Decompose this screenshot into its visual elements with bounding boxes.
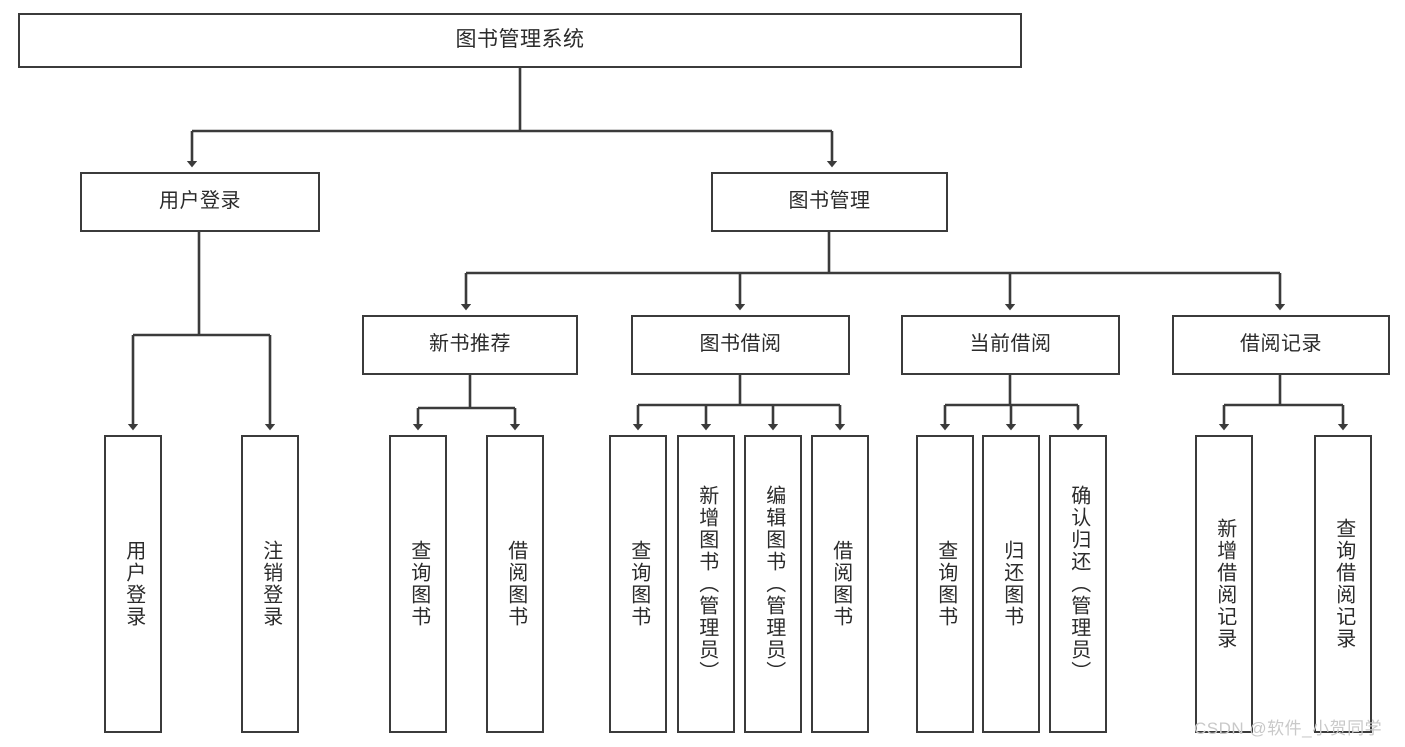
node-borrow-record[interactable]: 借阅记录 — [1172, 315, 1390, 375]
node-label: 新增图书（管理员） — [695, 485, 718, 683]
node-label: 查询图书 — [934, 540, 957, 628]
node-book-management[interactable]: 图书管理 — [711, 172, 948, 232]
node-label: 注销登录 — [259, 540, 282, 628]
node-label: 用户登录 — [159, 190, 241, 213]
node-label: 编辑图书（管理员） — [762, 485, 785, 683]
node-label: 查询借阅记录 — [1332, 518, 1355, 650]
node-current-borrow[interactable]: 当前借阅 — [901, 315, 1120, 375]
leaf-user-login-logout[interactable]: 注销登录 — [241, 435, 299, 733]
node-label: 图书管理系统 — [455, 28, 585, 52]
node-label: 查询图书 — [627, 540, 650, 628]
node-label: 确认归还（管理员） — [1067, 485, 1090, 683]
node-label: 图书借阅 — [699, 333, 782, 356]
node-label: 图书管理 — [788, 190, 871, 213]
leaf-book-borrow-add[interactable]: 新增图书（管理员） — [677, 435, 735, 733]
node-label: 新增借阅记录 — [1213, 518, 1236, 650]
leaf-user-login-login[interactable]: 用户登录 — [104, 435, 162, 733]
leaf-book-borrow-query[interactable]: 查询图书 — [609, 435, 667, 733]
leaf-borrow-record-add[interactable]: 新增借阅记录 — [1195, 435, 1253, 733]
node-book-borrow[interactable]: 图书借阅 — [631, 315, 850, 375]
node-label: 用户登录 — [122, 540, 145, 628]
leaf-current-borrow-return[interactable]: 归还图书 — [982, 435, 1040, 733]
leaf-borrow-record-query[interactable]: 查询借阅记录 — [1314, 435, 1372, 733]
leaf-new-book-query[interactable]: 查询图书 — [389, 435, 447, 733]
node-user-login[interactable]: 用户登录 — [80, 172, 320, 232]
node-label: 借阅图书 — [829, 540, 852, 628]
leaf-current-borrow-query[interactable]: 查询图书 — [916, 435, 974, 733]
node-root-system[interactable]: 图书管理系统 — [18, 13, 1022, 68]
leaf-current-borrow-confirm[interactable]: 确认归还（管理员） — [1049, 435, 1107, 733]
leaf-new-book-borrow[interactable]: 借阅图书 — [486, 435, 544, 733]
leaf-book-borrow-borrow[interactable]: 借阅图书 — [811, 435, 869, 733]
node-new-book-recommend[interactable]: 新书推荐 — [362, 315, 578, 375]
node-label: 借阅记录 — [1240, 333, 1322, 356]
node-label: 当前借阅 — [969, 333, 1052, 356]
node-label: 借阅图书 — [504, 540, 527, 628]
node-label: 新书推荐 — [429, 333, 511, 356]
leaf-book-borrow-edit[interactable]: 编辑图书（管理员） — [744, 435, 802, 733]
node-label: 归还图书 — [1000, 540, 1023, 628]
node-label: 查询图书 — [407, 540, 430, 628]
